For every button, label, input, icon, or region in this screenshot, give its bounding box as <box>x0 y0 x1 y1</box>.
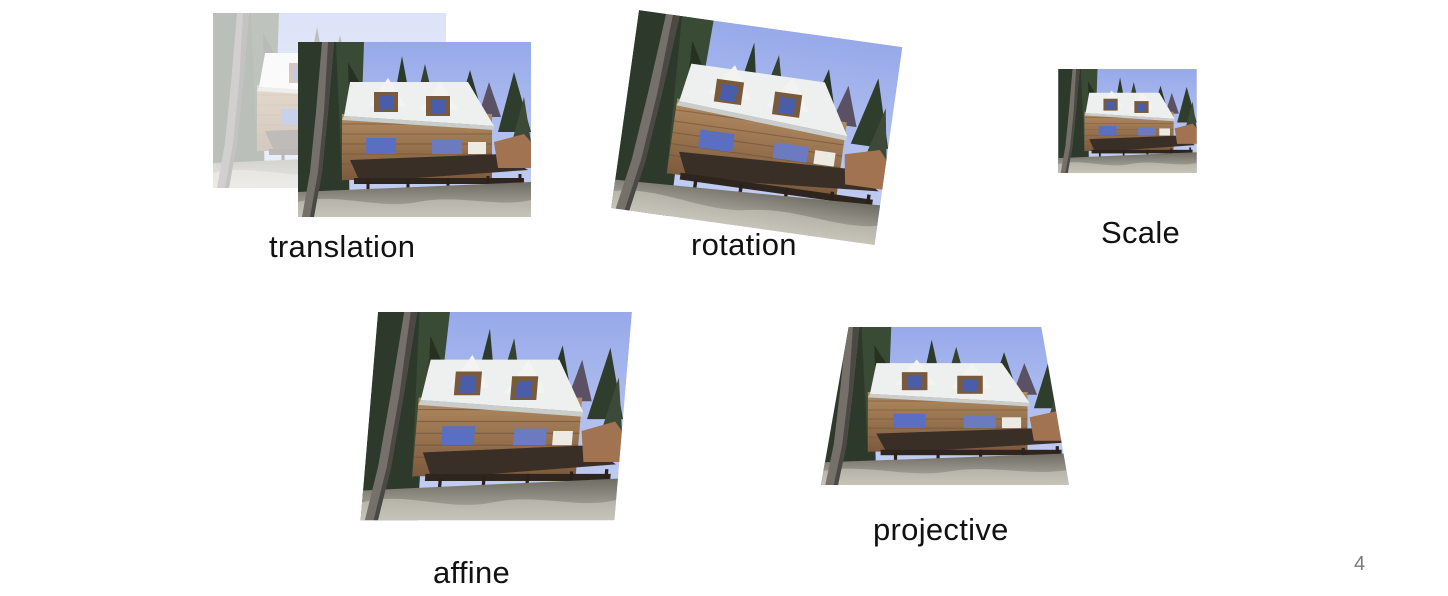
caption-projective: projective <box>873 512 1009 547</box>
caption-affine: affine <box>433 555 511 590</box>
affine-image <box>360 312 632 521</box>
page-number: 4 <box>1354 553 1366 575</box>
scale-image <box>1057 69 1198 173</box>
caption-scale: Scale <box>1101 215 1181 250</box>
caption-rotation: rotation <box>691 227 797 262</box>
translation-image <box>298 42 531 217</box>
projective-image <box>821 327 1069 485</box>
rotation-image <box>611 10 903 246</box>
caption-translation: translation <box>269 229 416 264</box>
